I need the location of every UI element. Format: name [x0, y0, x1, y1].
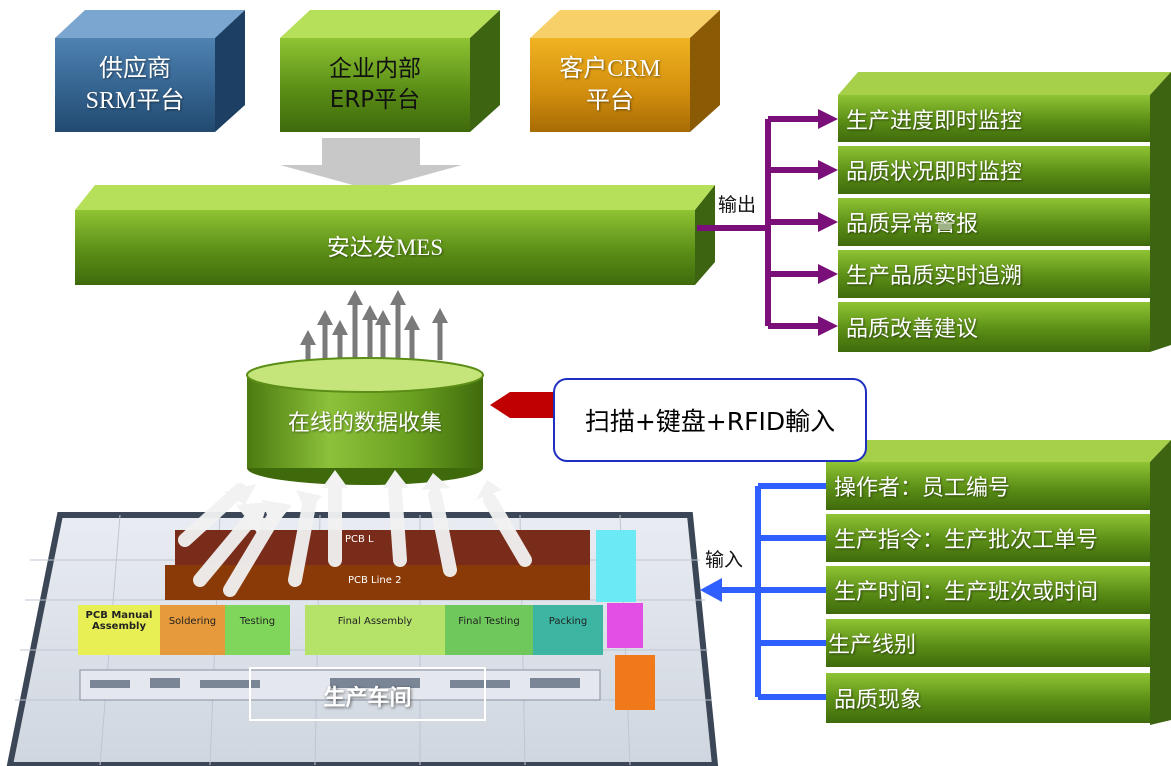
erp-platform-box: 企业内部 ERP平台 [280, 38, 470, 132]
erp-line2: ERP平台 [329, 87, 421, 113]
input-item: 品质现象 [826, 673, 1150, 723]
mes-label: 安达发MES [326, 234, 444, 260]
output-item: 品质状况即时监控 [838, 146, 1150, 194]
output-item: 品质改善建议 [838, 302, 1150, 352]
crm-line2: 平台 [585, 88, 634, 114]
output-item: 品质异常警报 [838, 198, 1150, 246]
input-item: 操作者：员工编号 [826, 462, 1150, 510]
station-label: Packing [548, 616, 588, 627]
station-label: Soldering [168, 616, 217, 627]
srm-line2: SRM平台 [85, 88, 185, 114]
output-item: 生产品质实时追溯 [838, 250, 1150, 298]
data-collection-label: 在线的数据收集 [287, 411, 442, 436]
output-item: 生产进度即时监控 [838, 95, 1150, 142]
input-label: 输入 [705, 549, 744, 571]
srm-platform-box: 供应商 SRM平台 [55, 38, 215, 132]
srm-line1: 供应商 [98, 55, 171, 82]
crm-platform-box: 客户CRM 平台 [530, 38, 690, 132]
pcb-line-1-label: PCB L [345, 534, 374, 545]
erp-line1: 企业内部 [329, 55, 421, 82]
workshop-title: 生产车间 [323, 686, 412, 711]
station-label: Final Testing [458, 616, 520, 627]
input-item: 生产线别 [826, 619, 1150, 667]
input-item: 生产指令：生产批次工单号 [826, 514, 1150, 562]
station-label: Final Assembly [337, 616, 413, 627]
pcb-line-2-label: PCB Line 2 [348, 575, 402, 586]
station-label: PCB Manual Assembly [85, 610, 153, 632]
input-item: 生产时间：生产班次或时间 [826, 566, 1150, 614]
mes-bar: 安达发MES [75, 210, 695, 285]
output-label: 输出 [718, 194, 757, 216]
scan-input-callout: 扫描+键盘+RFID輸入 [553, 378, 867, 462]
crm-line1: 客户CRM [559, 55, 661, 82]
station-label: Testing [239, 616, 276, 627]
